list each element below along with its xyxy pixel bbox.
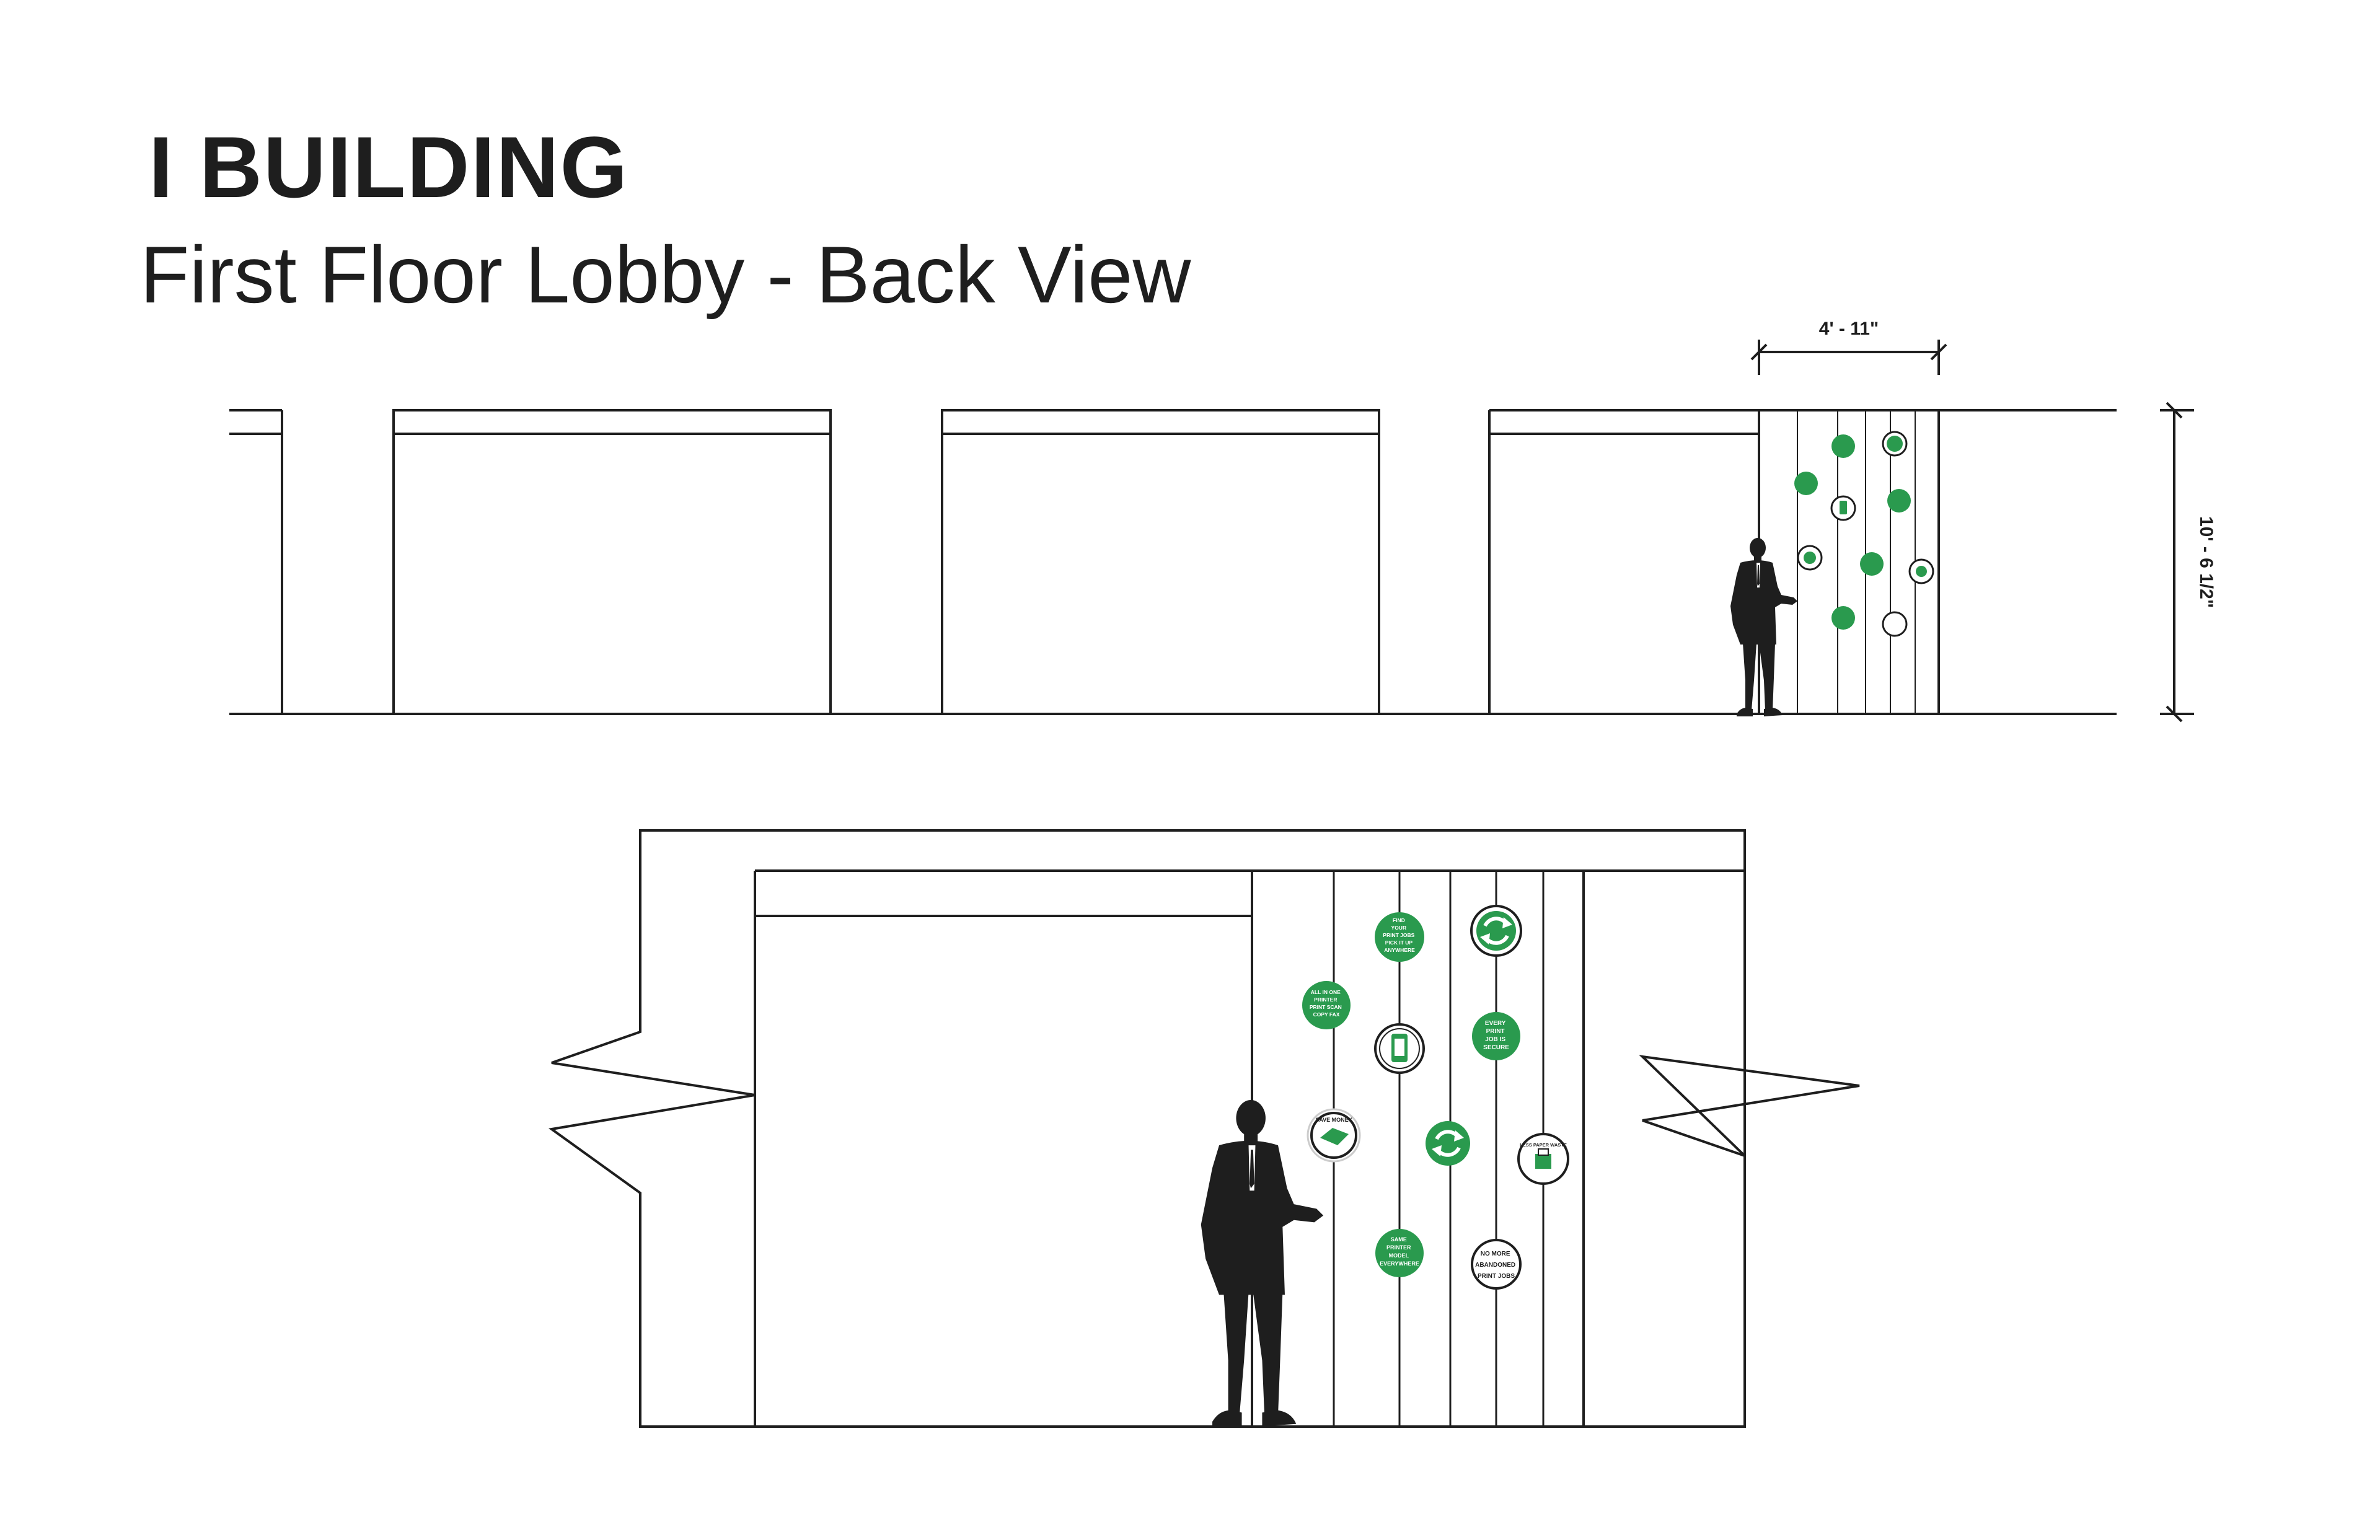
- svg-text:NO MORE ABANDONED: NO MORE ABANDONED PRINT JOBS: [1475, 1251, 1517, 1280]
- top-elevation: [229, 409, 2117, 715]
- svg-text:SAVE MONEY: SAVE MONEY: [1315, 1117, 1352, 1123]
- sign-every-print-secure: [1472, 1012, 1520, 1060]
- svg-text:ALL IN ONE PRINTER: ALL IN ONE PRINTER PRINT SCAN COPY FAX: [1310, 989, 1343, 1018]
- sign-no-more-abandoned: [1471, 1239, 1522, 1290]
- detail-signs: FIND YOUR PRINT JOBS PICK IT UP ANYWHERE…: [1302, 905, 1569, 1290]
- money-icon: [1320, 1128, 1349, 1145]
- recycle-sign-2: [1426, 1121, 1470, 1166]
- page-title: I BUILDING: [149, 118, 629, 216]
- page-subtitle: First Floor Lobby - Back View: [140, 229, 1191, 320]
- svg-text:LESS PAPER WASTE: LESS PAPER WASTE: [1520, 1142, 1567, 1148]
- width-dimension: [1750, 340, 1947, 375]
- person-silhouette-small: [1730, 538, 1797, 716]
- printer-icon: [1535, 1154, 1551, 1169]
- person-silhouette-large: [1201, 1100, 1324, 1427]
- sign-find-print-jobs: [1375, 912, 1424, 962]
- width-dimension-label: 4' - 11": [1819, 319, 1879, 339]
- svg-text:SAME PRINTER MODEL: SAME PRINTER MODEL EVERYWHERE: [1380, 1236, 1419, 1267]
- svg-text:EVERY PRINT JOB IS: EVERY PRINT JOB IS SECURE: [1483, 1020, 1509, 1051]
- height-dimension: [2160, 402, 2194, 723]
- sign-all-in-one: [1302, 981, 1351, 1029]
- height-dimension-label: 10' - 6 1/2": [2196, 516, 2216, 608]
- top-panel-signs: [1794, 431, 1934, 637]
- sign-same-printer: [1375, 1229, 1424, 1277]
- svg-text:FIND YOUR PRINT JO: FIND YOUR PRINT JOBS PICK IT UP ANYWHERE: [1383, 917, 1416, 953]
- detail-view: [548, 829, 1860, 1428]
